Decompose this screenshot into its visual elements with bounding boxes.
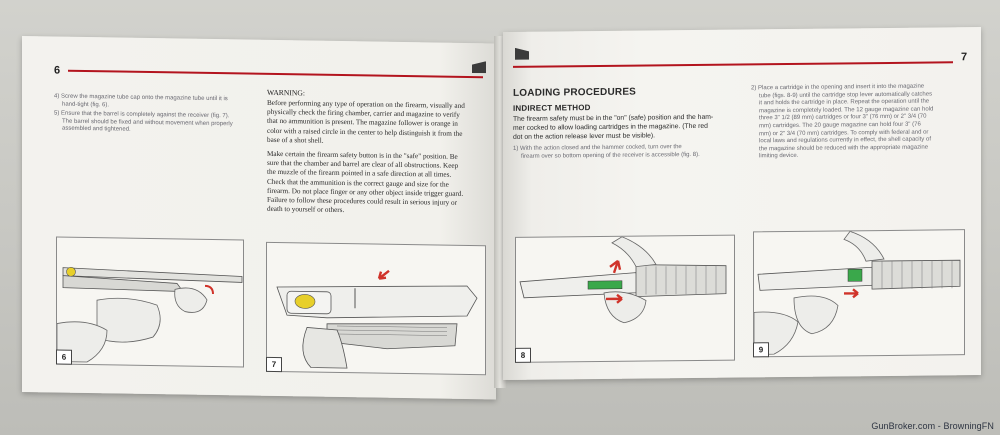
section-subheading: INDIRECT METHOD	[513, 103, 591, 113]
figure-8-illustration	[519, 236, 727, 324]
header-rule-left	[68, 69, 483, 79]
figure-6: 6	[56, 236, 244, 368]
step-2-text: 2) Place a cartridge in the opening and …	[751, 83, 934, 160]
step-5-text: 5) Ensure that the barrel is completely …	[54, 110, 233, 133]
figure-8-number: 8	[515, 347, 531, 363]
figure-6-number: 6	[56, 349, 72, 365]
figure-9: 9	[753, 229, 965, 358]
figure-7-number: 7	[266, 356, 282, 373]
figure-7-illustration	[276, 269, 478, 369]
figure-9-illustration	[754, 230, 961, 355]
warning-title: WARNING:	[267, 87, 305, 98]
left-page: 6 4) Screw the magazine tube cap onto th…	[22, 36, 496, 400]
figure-7: 7	[266, 241, 486, 376]
figure-8: 8	[515, 234, 735, 363]
intro-paragraph: The firearm safety must be in the "on" (…	[513, 113, 714, 141]
safety-paragraph: Make certain the firearm safety button i…	[267, 149, 464, 215]
page-number-right: 7	[961, 51, 968, 64]
tab-marker-icon	[472, 61, 486, 73]
tab-marker-icon-right	[515, 48, 529, 60]
watermark: GunBroker.com - BrowningFN	[871, 421, 994, 431]
figure-6-illustration	[57, 266, 243, 363]
page-number-left: 6	[54, 64, 61, 77]
figure-9-number: 9	[753, 342, 769, 358]
step-4-text: 4) Screw the magazine tube cap onto the …	[54, 93, 228, 108]
warning-paragraph: Before performing any type of operation …	[267, 98, 465, 145]
step-1-text: 1) With the action closed and the hammer…	[513, 144, 700, 160]
right-page: 7 LOADING PROCEDURES INDIRECT METHOD The…	[503, 26, 981, 381]
section-heading: LOADING PROCEDURES	[513, 86, 637, 99]
header-rule-right	[513, 61, 953, 68]
